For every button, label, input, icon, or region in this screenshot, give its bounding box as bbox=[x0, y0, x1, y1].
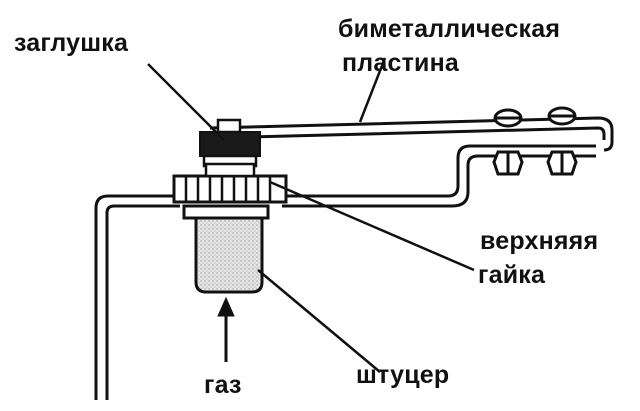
plug bbox=[199, 118, 261, 168]
gas-label: газ bbox=[204, 371, 242, 399]
leader-lines bbox=[147, 57, 475, 373]
upper-nut-label-line1: верхняяя bbox=[480, 227, 599, 255]
upper-nut-label-line2: гайка bbox=[478, 261, 546, 289]
upper-nut bbox=[172, 162, 288, 204]
gas-arrow bbox=[217, 296, 235, 362]
bimetallic-strip-label-line1: биметаллическая bbox=[338, 15, 561, 43]
bimetallic-strip-label-line2: пластина bbox=[342, 49, 460, 77]
fitting bbox=[194, 216, 264, 294]
plug-label: заглушка bbox=[14, 29, 129, 57]
bracket bbox=[94, 144, 596, 400]
screw-right bbox=[546, 106, 578, 176]
fitting-label: штуцер bbox=[356, 361, 450, 389]
bimetallic-strip bbox=[209, 116, 614, 152]
screw-left bbox=[492, 108, 524, 176]
lower-washer bbox=[182, 204, 270, 220]
